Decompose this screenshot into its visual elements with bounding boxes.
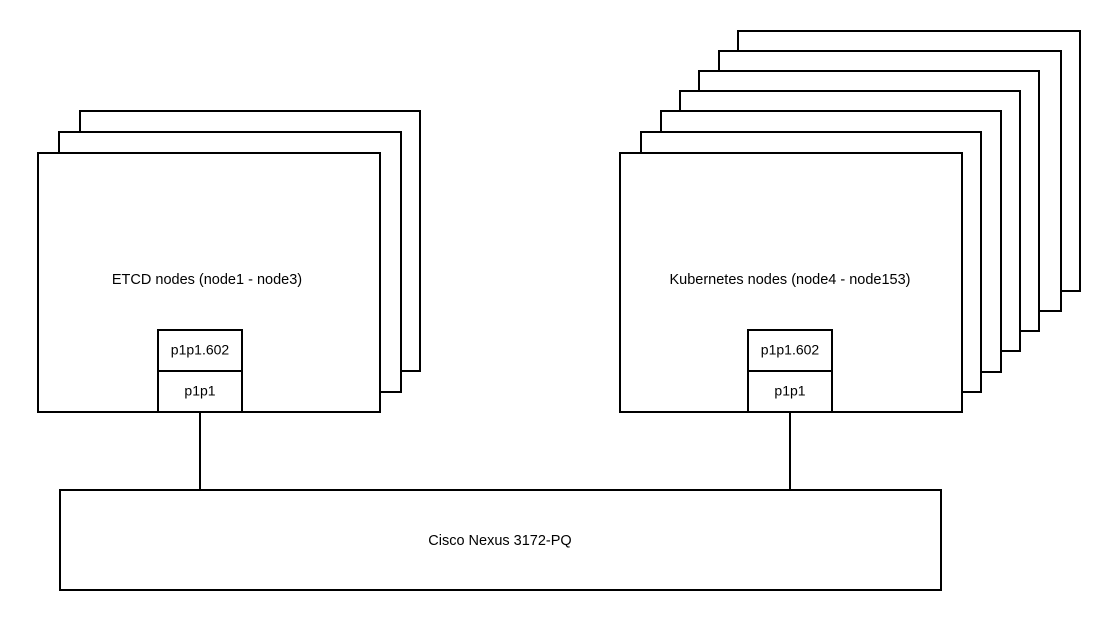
kubernetes-group-label: Kubernetes nodes (node4 - node153) (669, 272, 910, 288)
etcd-physical-interface-label: p1p1 (184, 383, 215, 399)
kubernetes-interface-box[interactable]: p1p1.602 p1p1 (747, 329, 833, 413)
kubernetes-physical-interface-label: p1p1 (774, 383, 805, 399)
switch-box[interactable] (59, 489, 942, 591)
etcd-group-label: ETCD nodes (node1 - node3) (112, 272, 302, 288)
switch-label: Cisco Nexus 3172-PQ (428, 533, 571, 549)
etcd-vlan-interface-label: p1p1.602 (171, 342, 230, 358)
etcd-vlan-interface-box[interactable] (157, 329, 243, 372)
switch-node[interactable]: Cisco Nexus 3172-PQ (59, 489, 942, 591)
kubernetes-node-stack[interactable]: Kubernetes nodes (node4 - node153) p1p1.… (619, 30, 1081, 413)
etcd-interface-box[interactable]: p1p1.602 p1p1 (157, 329, 243, 413)
kubernetes-physical-interface-box[interactable] (747, 370, 833, 413)
etcd-node-stack[interactable]: ETCD nodes (node1 - node3) p1p1.602 p1p1 (37, 110, 421, 413)
kubernetes-vlan-interface-label: p1p1.602 (761, 342, 820, 358)
etcd-stack-sheet-front[interactable] (37, 152, 381, 413)
